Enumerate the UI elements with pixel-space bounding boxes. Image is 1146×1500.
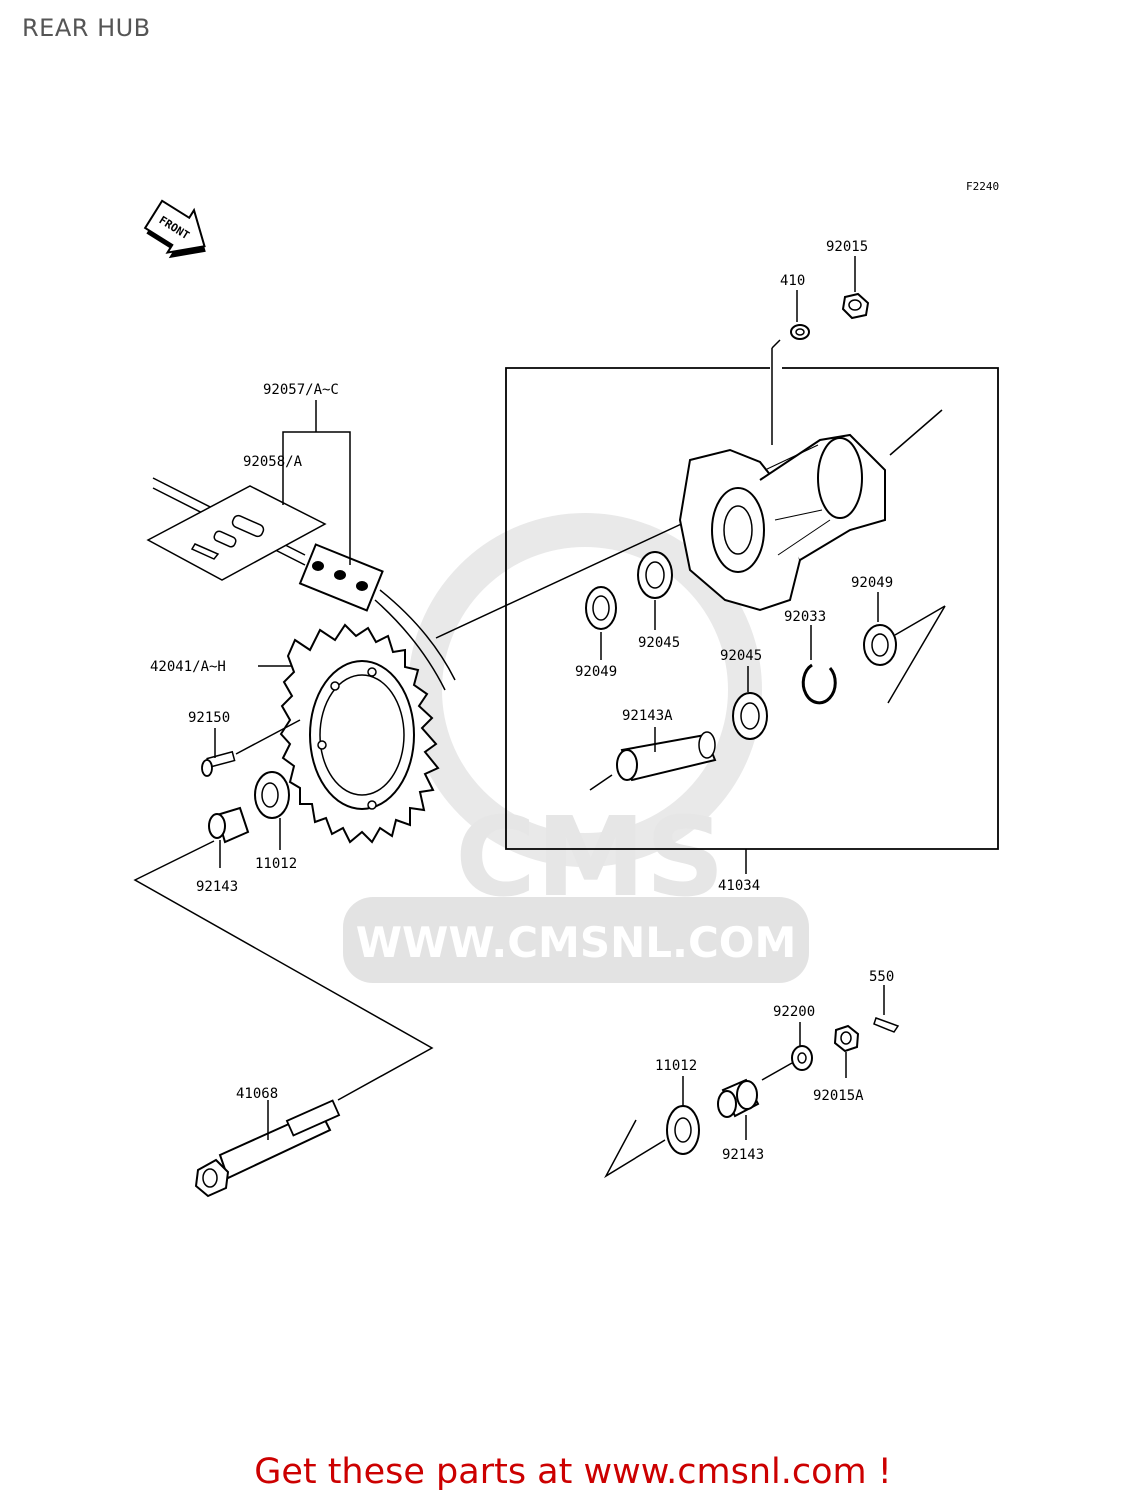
label-92143-right: 92143 [722,1147,764,1163]
washer-410 [790,290,810,340]
label-92150: 92150 [188,710,230,726]
page-title: REAR HUB [22,14,151,42]
rear-hub-body [435,409,943,639]
cotter-pin-550 [873,985,900,1033]
seal-92049-right [863,592,946,704]
nut-92015A [833,1024,860,1078]
label-92200: 92200 [773,1004,815,1020]
watermark-logo-text: CMS [455,793,724,921]
nut-92015 [841,256,870,320]
label-41068: 41068 [236,1086,278,1102]
collar-92143-left [208,806,250,868]
watermark: CMS WWW.CMSNL.COM [343,513,809,983]
label-92045-lower: 92045 [720,648,762,664]
front-arrow: FRONT [143,199,206,259]
bearing-92045-upper [637,551,673,630]
watermark-logo-circle [408,513,762,867]
label-92143A: 92143A [622,708,673,724]
chain-link-kit-box [146,485,327,581]
watermark-url-banner [343,897,809,983]
label-42041: 42041/A~H [150,659,226,675]
label-92049-left: 92049 [575,664,617,680]
washer-92200 [761,1022,813,1081]
cta-link[interactable]: Get these parts at www.cmsnl.com ! [254,1452,892,1492]
drive-chain [152,477,456,691]
label-410: 410 [780,273,805,289]
collar-92143-right [717,1078,760,1140]
label-92015: 92015 [826,239,868,255]
seal-11012-right [604,1076,700,1179]
front-arrow-shape [143,199,206,254]
label-92143-left: 92143 [196,879,238,895]
watermark-url-text: WWW.CMSNL.COM [356,918,797,967]
label-11012-right: 11012 [655,1058,697,1074]
hub-assembly-box [505,339,999,874]
chain-callouts [282,400,351,565]
figure-code: F2240 [966,180,999,193]
label-92058: 92058/A [243,454,303,470]
label-92033: 92033 [784,609,826,625]
label-92045-upper: 92045 [638,635,680,651]
label-550: 550 [869,969,894,985]
circlip-92033 [801,625,837,705]
label-92049-right: 92049 [851,575,893,591]
axle-41068 [133,840,434,1198]
bolt-92150 [201,719,301,777]
label-11012-left: 11012 [255,856,297,872]
bearing-92045-lower [732,666,768,740]
seal-92049-left [585,586,617,660]
spacer-92143A [589,727,717,791]
label-41034: 41034 [718,878,760,894]
label-92015A: 92015A [813,1088,864,1104]
rear-sprocket [258,623,440,844]
label-92057: 92057/A~C [263,382,339,398]
seal-11012-left [254,771,290,850]
